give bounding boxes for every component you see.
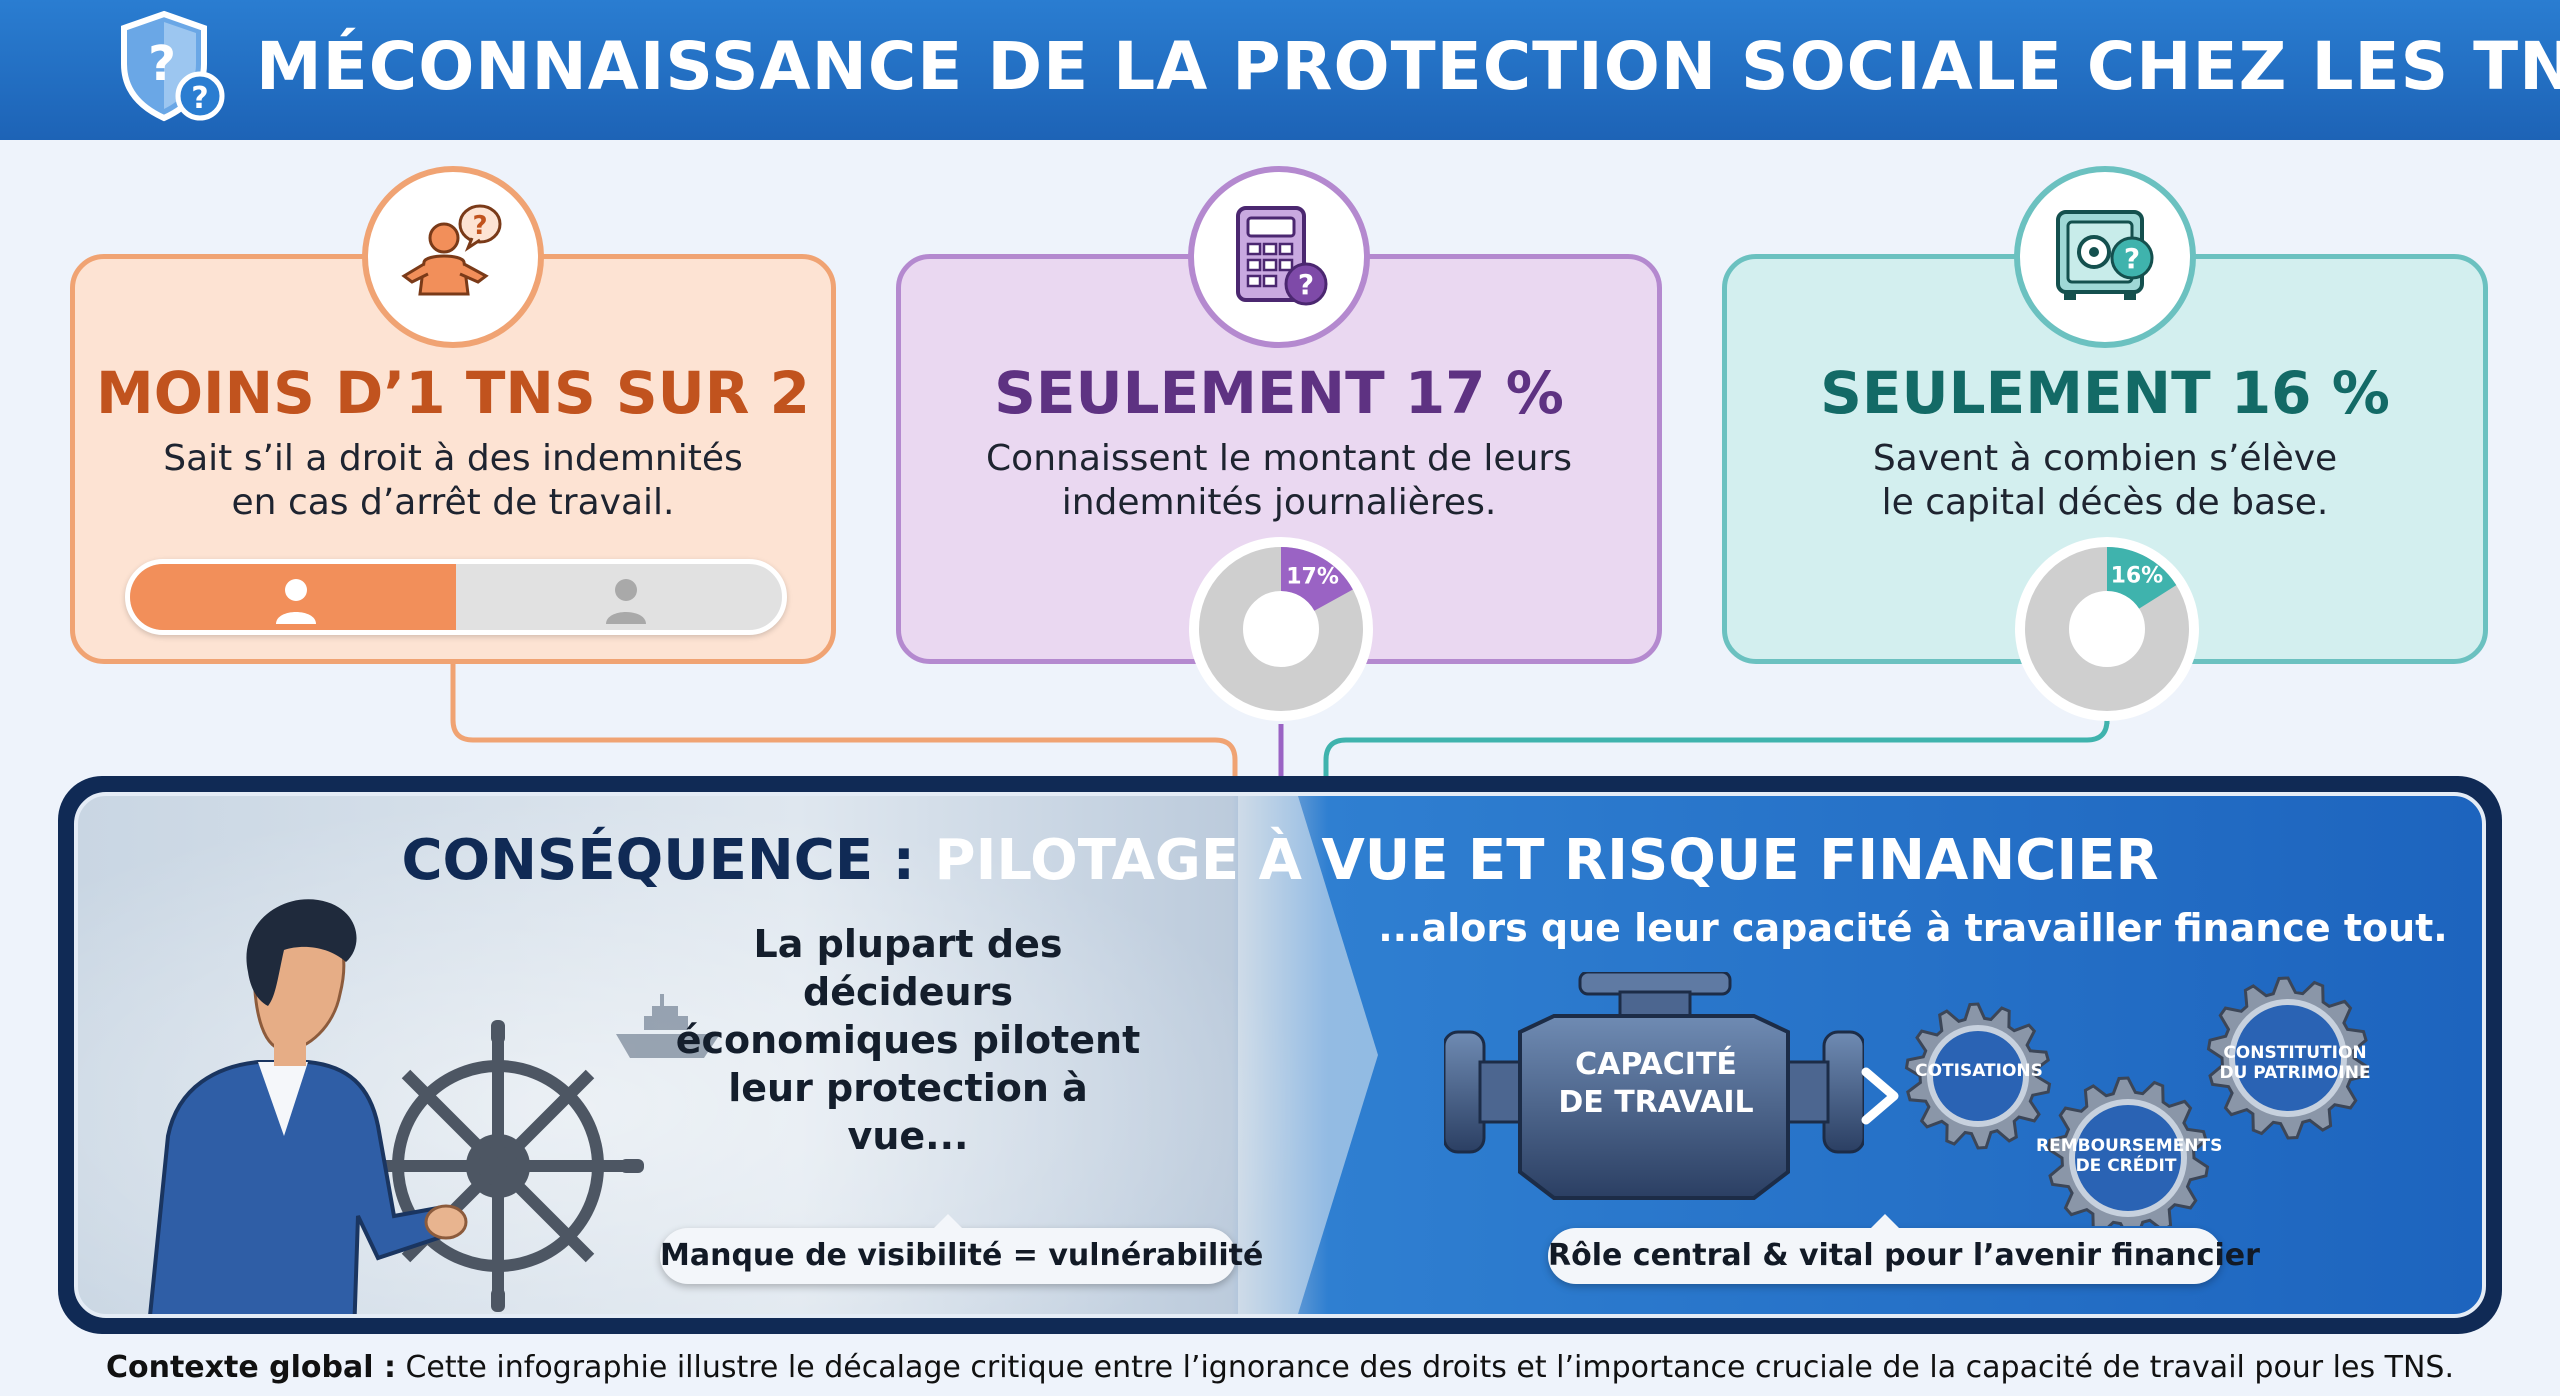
- chevron-right-icon: [1861, 1067, 1899, 1125]
- right-statement: ...alors que leur capacité à travailler …: [1378, 906, 2448, 950]
- visibility-callout: Manque de visibilité = vulnérabilité: [660, 1214, 1263, 1284]
- footer-text: Cette infographie illustre le décalage c…: [395, 1350, 2454, 1385]
- footer-context: Contexte global : Cette infographie illu…: [0, 1350, 2560, 1385]
- gear-patrimoine-icon: [2206, 976, 2370, 1140]
- card-title: SEULEMENT 17 %: [994, 359, 1564, 427]
- left-statement: La plupart des décideurs économiques pil…: [668, 920, 1148, 1160]
- shield-question-icon: ? ?: [121, 10, 225, 122]
- donut-svg: 17%: [1189, 537, 1373, 721]
- gear-remboursements-icon: [2046, 1076, 2210, 1226]
- svg-text:?: ?: [191, 81, 208, 116]
- person-empty-icon: [606, 579, 646, 624]
- consequence-title-part2: PILOTAGE À VUE ET RISQUE FINANCIER: [934, 828, 2159, 893]
- donut-label: 17%: [1286, 565, 1339, 590]
- svg-text:?: ?: [2124, 242, 2140, 275]
- donut-chart-16: 16%: [2012, 534, 2202, 724]
- person-question-icon: ?: [401, 204, 502, 296]
- stat-card-indemnites: MOINS D’1 TNS SUR 2 Sait s’il a droit à …: [70, 254, 836, 664]
- consequence-title: CONSÉQUENCE : PILOTAGE À VUE ET RISQUE F…: [78, 828, 2482, 893]
- card-description: Sait s’il a droit à des indemnités en ca…: [95, 437, 811, 525]
- left-statement-line: économiques pilotent: [675, 1018, 1141, 1062]
- card-desc-line: Savent à combien s’élève: [1872, 438, 2338, 479]
- gear-cotisations-icon: [1904, 1002, 2052, 1150]
- consequence-panel-inner: CONSÉQUENCE : PILOTAGE À VUE ET RISQUE F…: [74, 792, 2486, 1318]
- consequence-title-part1: CONSÉQUENCE :: [401, 828, 916, 893]
- left-statement-line: leur protection à vue...: [728, 1066, 1088, 1158]
- left-statement-line: La plupart des décideurs: [753, 922, 1063, 1014]
- donut-label: 16%: [2111, 564, 2164, 589]
- gear-hub: [1927, 1025, 2029, 1127]
- card-desc-line: indemnités journalières.: [1061, 482, 1497, 523]
- divider-arrow-shape: [1238, 796, 1378, 1314]
- calculator-question-icon: ?: [1236, 206, 1328, 306]
- gear-hub: [2069, 1099, 2187, 1217]
- role-callout: Rôle central & vital pour l’avenir finan…: [1548, 1214, 2260, 1284]
- engine-label: CAPACITÉ DE TRAVAIL: [1536, 1046, 1776, 1122]
- card-description: Connaissent le montant de leurs indemnit…: [921, 437, 1637, 525]
- card-icon-badge: ?: [2014, 166, 2196, 348]
- card-icon-badge: ?: [1188, 166, 1370, 348]
- card-title: SEULEMENT 16 %: [1820, 359, 2390, 427]
- svg-text:?: ?: [148, 36, 176, 92]
- gear-label-line: DE CRÉDIT: [2075, 1156, 2177, 1176]
- captain-wheel-illustration: [148, 899, 644, 1314]
- page-title: MÉCONNAISSANCE DE LA PROTECTION SOCIALE …: [256, 28, 2560, 105]
- donut-slice: [1279, 547, 1353, 612]
- card-desc-line: le capital décès de base.: [1881, 482, 2329, 523]
- ship-icon: [616, 994, 720, 1058]
- engine-label-line: CAPACITÉ: [1575, 1047, 1737, 1082]
- engine-label-line: DE TRAVAIL: [1558, 1085, 1754, 1120]
- gear-label-line: REMBOURSEMENTS: [2036, 1136, 2223, 1156]
- gear-label-line: DU PATRIMOINE: [2219, 1063, 2371, 1083]
- gear-label-remboursements: REMBOURSEMENTS DE CRÉDIT: [2036, 1136, 2223, 1176]
- donut-slice: [2105, 547, 2177, 610]
- card-desc-line: en cas d’arrêt de travail.: [231, 482, 675, 523]
- gear-hub: [2229, 999, 2347, 1117]
- svg-text:?: ?: [472, 211, 487, 241]
- card-icon-badge: ?: [362, 166, 544, 348]
- safe-question-icon: ?: [2056, 210, 2154, 300]
- engine-icon: [1444, 972, 1864, 1200]
- header-banner: ? ? MÉCONNAISSANCE DE LA PROTECTION SOCI…: [0, 0, 2560, 140]
- gear-label-patrimoine: CONSTITUTION DU PATRIMOINE: [2210, 1043, 2380, 1083]
- footer-label: Contexte global :: [105, 1350, 396, 1385]
- gear-label-cotisations: COTISATIONS: [1915, 1061, 2043, 1081]
- consequence-panel: CONSÉQUENCE : PILOTAGE À VUE ET RISQUE F…: [58, 776, 2502, 1334]
- svg-text:?: ?: [1298, 268, 1314, 301]
- proportion-bar: [125, 559, 787, 635]
- card-desc-line: Sait s’il a droit à des indemnités: [163, 438, 743, 479]
- person-filled-icon: [276, 579, 316, 624]
- card-title: MOINS D’1 TNS SUR 2: [96, 359, 810, 427]
- card-description: Savent à combien s’élève le capital décè…: [1747, 437, 2463, 525]
- card-desc-line: Connaissent le montant de leurs: [986, 438, 1572, 479]
- gear-label-line: CONSTITUTION: [2223, 1043, 2367, 1063]
- gears-illustration: [1904, 976, 2370, 1226]
- donut-svg: 16%: [2015, 537, 2199, 721]
- donut-chart-17: 17%: [1186, 534, 1376, 724]
